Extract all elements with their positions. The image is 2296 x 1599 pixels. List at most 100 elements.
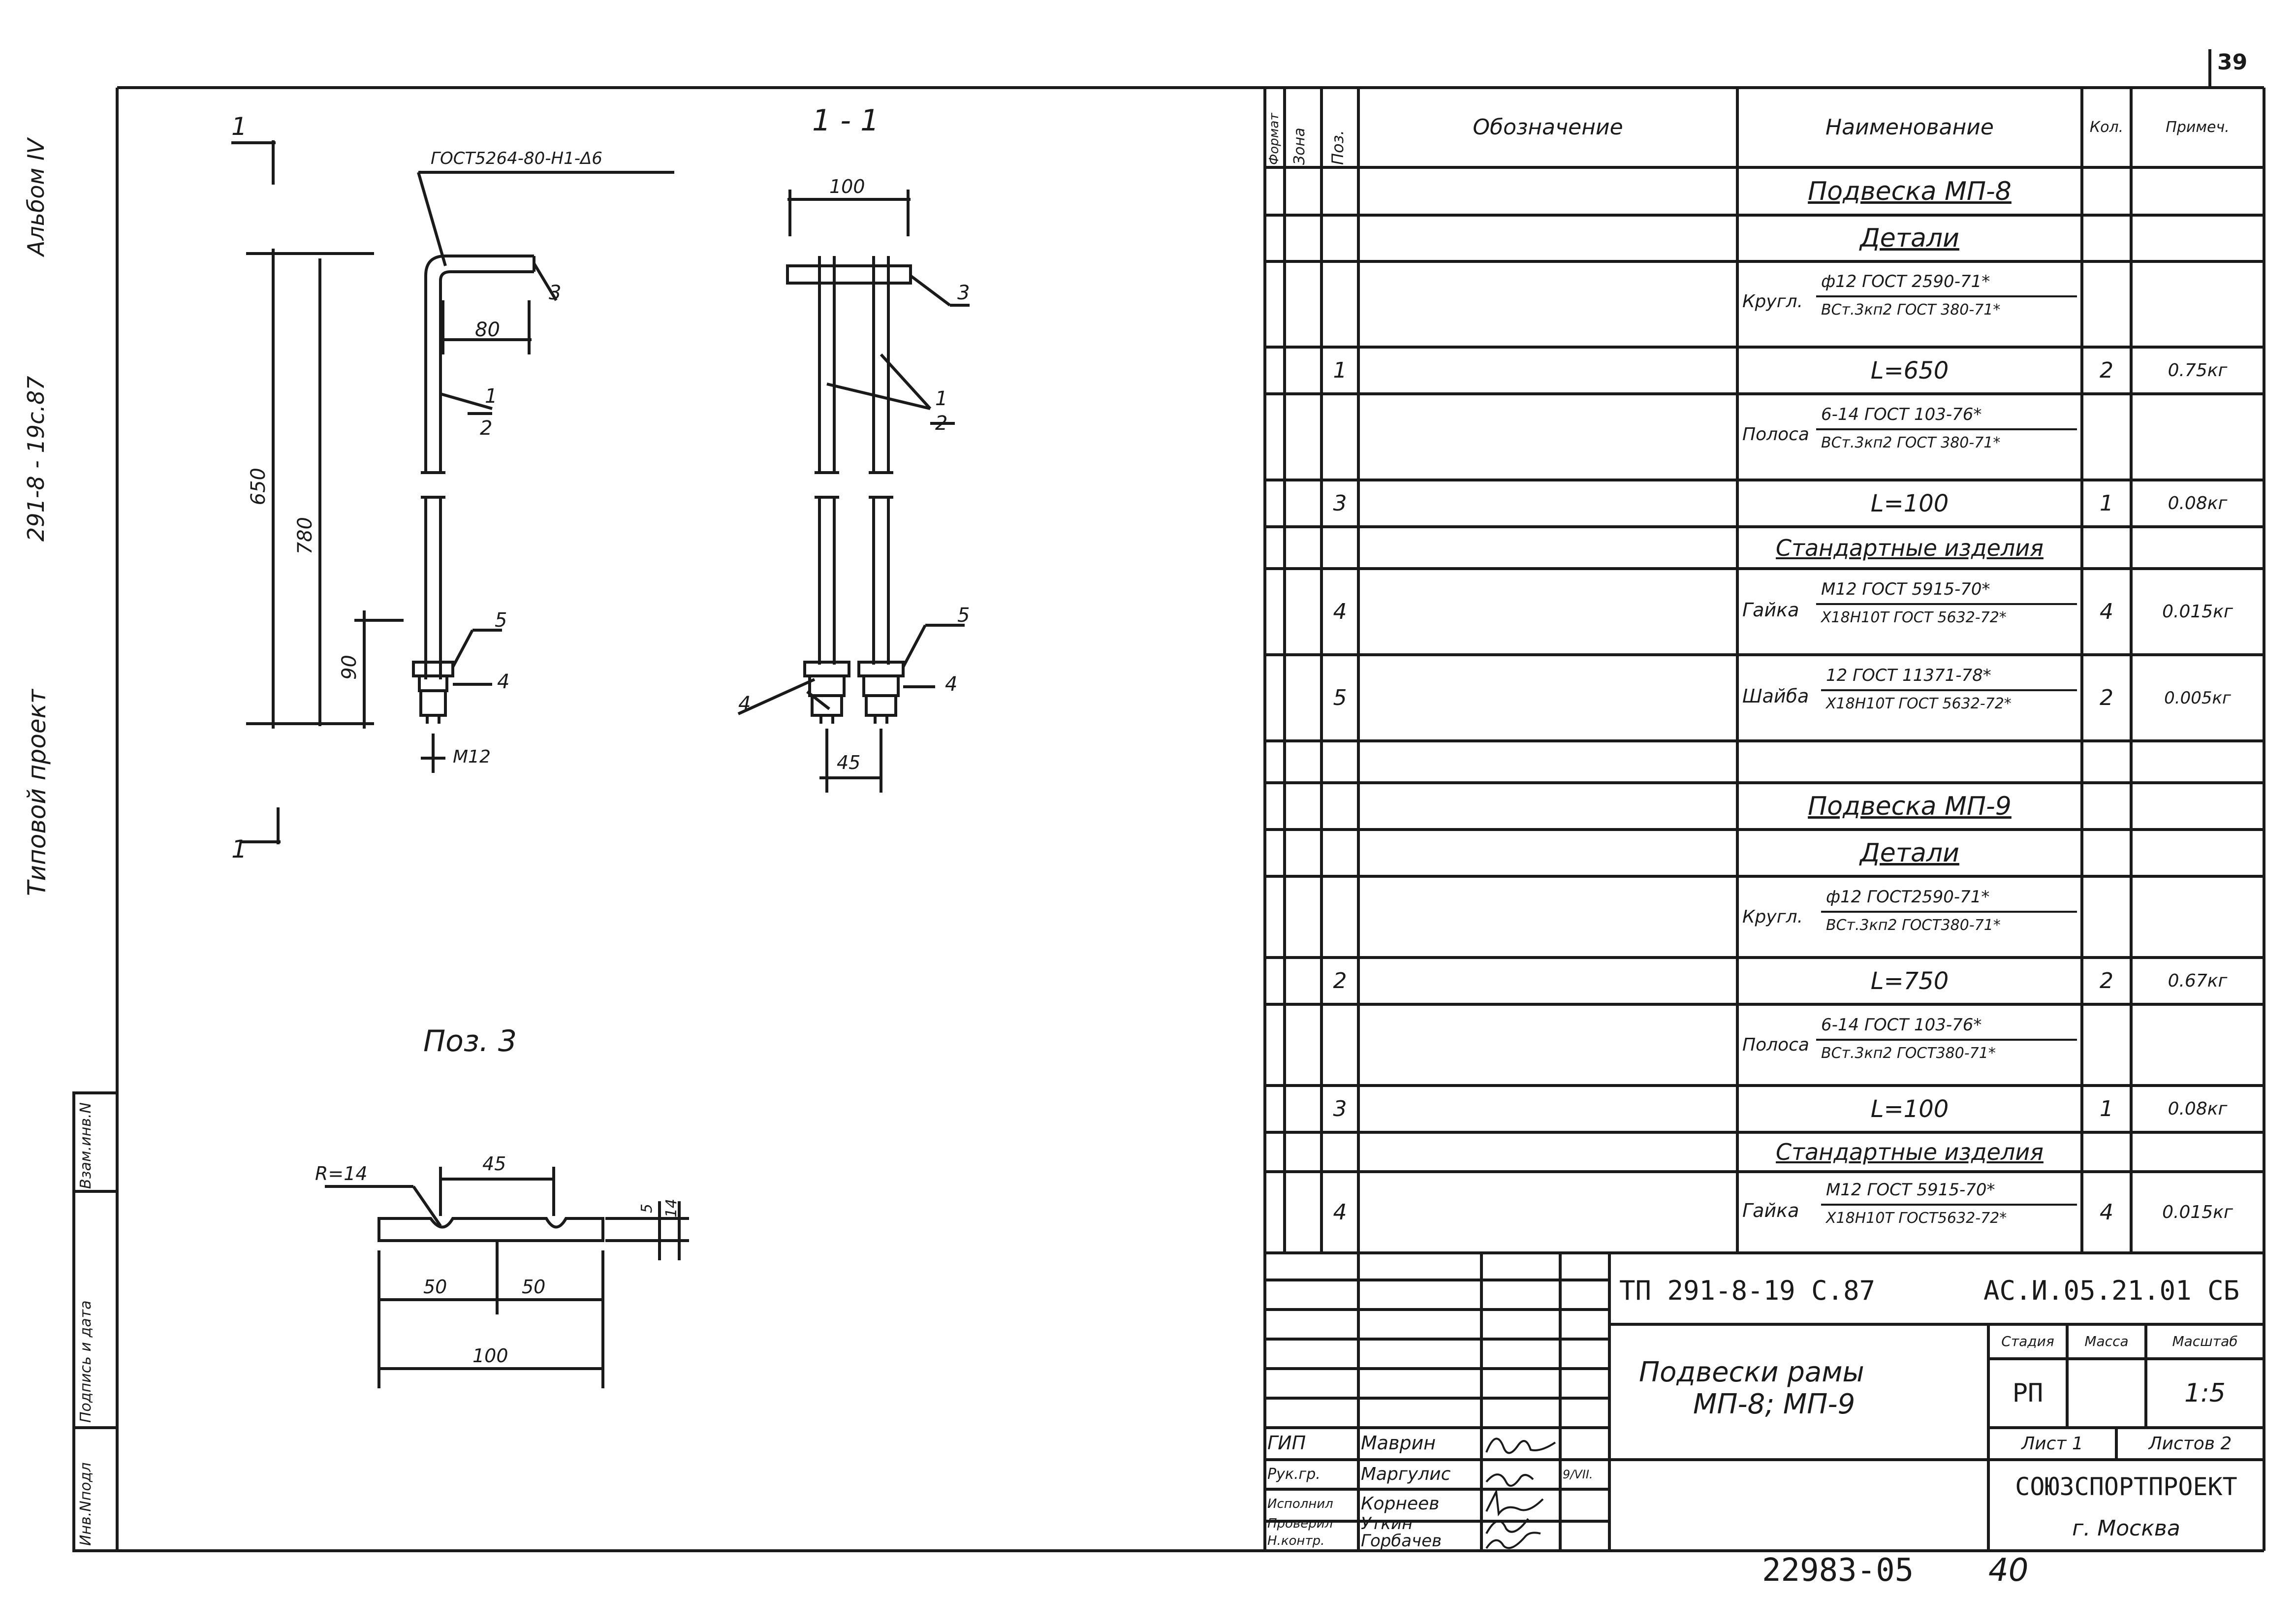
- title-city: г. Москва: [2072, 1516, 2180, 1541]
- main-view-lines: [231, 140, 674, 844]
- signer-name-4: Уткин: [1361, 1514, 1413, 1534]
- spec-row-qty-4b: 4: [2100, 1199, 2113, 1225]
- spec-row-standard-2: Стандартные изделия: [1776, 1139, 2044, 1165]
- spec-row-strip-top-1: 6-14 ГОСТ 103-76*: [1821, 405, 1982, 424]
- spec-row-round-top-2: ф12 ГОСТ2590-71*: [1826, 887, 1990, 907]
- title-line-1: Подвески рамы: [1639, 1356, 1864, 1388]
- section-title: 1 - 1: [812, 103, 880, 138]
- signer-role-4: Проверил: [1267, 1516, 1333, 1531]
- spec-row-pos-2: 2: [1333, 968, 1347, 993]
- pos3-dim-45: 45: [482, 1153, 506, 1175]
- footer-inventory-number: 22983-05: [1762, 1552, 1914, 1589]
- dim-80: 80: [475, 319, 500, 341]
- spec-row-round-bottom-1: ВСт.3кп2 ГОСТ 380-71*: [1821, 301, 2001, 319]
- spec-row-note-3a: 0.08кг: [2168, 493, 2228, 513]
- title-scale-value: 1:5: [2184, 1378, 2226, 1408]
- spec-row-strip-top-2: 6-14 ГОСТ 103-76*: [1821, 1015, 1982, 1035]
- spec-row-details-1: Детали: [1860, 224, 1959, 253]
- title-block-grid: [1263, 1253, 2264, 1551]
- pos3-dim-50a: 50: [423, 1276, 447, 1298]
- section-dim-45: 45: [837, 752, 861, 773]
- spec-row-qty-3b: 1: [2100, 1096, 2113, 1121]
- spec-row-qty-3a: 1: [2100, 490, 2113, 516]
- signer-role-2: Рук.гр.: [1267, 1466, 1321, 1483]
- title-organization: СОЮЗСПОРТПРОЕКТ: [2015, 1472, 2237, 1501]
- section-label-1: 1: [935, 387, 948, 410]
- pos3-lines: [325, 1167, 689, 1388]
- header-qty: Кол.: [2089, 119, 2124, 136]
- title-sheets: Листов 2: [2148, 1433, 2232, 1454]
- spec-row-note-4a: 0.015кг: [2162, 601, 2233, 622]
- spec-row-pos-4a: 4: [1333, 599, 1347, 624]
- signer-role-3: Исполнил: [1267, 1497, 1333, 1511]
- pos3-title: Поз. 3: [423, 1024, 517, 1058]
- section-label-3: 3: [957, 282, 970, 304]
- section-label-5: 5: [957, 604, 970, 627]
- signer-role-1: ГИП: [1267, 1432, 1306, 1454]
- title-stage-value: РП: [2012, 1378, 2044, 1408]
- spec-row-details-2: Детали: [1860, 838, 1959, 868]
- label-pos-4: 4: [497, 671, 510, 693]
- spec-row-note-1: 0.75кг: [2168, 360, 2228, 381]
- signer-name-3: Корнеев: [1361, 1494, 1440, 1514]
- spec-row-length-100b: L=100: [1870, 1095, 1949, 1123]
- label-pos-5: 5: [495, 609, 507, 632]
- spec-row-standard-1: Стандартные изделия: [1776, 534, 2044, 561]
- spec-row-length-100a: L=100: [1870, 489, 1949, 517]
- header-name: Наименование: [1825, 115, 1994, 140]
- spec-row-strip-bottom-2: ВСт.3кп2 ГОСТ380-71*: [1821, 1045, 1996, 1062]
- spec-row-note-4b: 0.015кг: [2162, 1202, 2233, 1222]
- spec-row-nut-bottom-2: Х18Н10Т ГОСТ5632-72*: [1826, 1210, 2007, 1227]
- section-label-4-left: 4: [738, 693, 751, 715]
- spec-row-strip-bottom-1: ВСт.3кп2 ГОСТ 380-71*: [1821, 434, 2001, 451]
- spec-row-pos-3a: 3: [1333, 490, 1347, 516]
- spec-row-qty-5: 2: [2100, 685, 2113, 710]
- section-mark-bottom: 1: [231, 835, 247, 863]
- header-designation: Обозначение: [1473, 115, 1623, 140]
- title-doc-code: АС.И.05.21.01 СБ: [1983, 1275, 2240, 1306]
- spec-row-round-prefix-2: Кругл.: [1742, 907, 1803, 927]
- spec-row-round-top-1: ф12 ГОСТ 2590-71*: [1821, 272, 1990, 291]
- spec-row-pos-1: 1: [1333, 357, 1347, 383]
- thread-m12: M12: [453, 747, 491, 767]
- title-scale-label: Масштаб: [2172, 1333, 2238, 1349]
- signer-name-5: Горбачев: [1361, 1531, 1442, 1551]
- spec-row-pos-5: 5: [1333, 685, 1347, 710]
- footer-sheet-number: 40: [1988, 1552, 2029, 1589]
- pos3-dim-50b: 50: [522, 1276, 546, 1298]
- label-pos-2: 2: [480, 417, 493, 440]
- spec-row-strip-prefix-1: Полоса: [1742, 424, 1809, 445]
- section-view-lines: [737, 190, 970, 793]
- spec-table-grid: [1263, 88, 2265, 1254]
- spec-row-washer-bottom: Х18Н10Т ГОСТ 5632-72*: [1826, 695, 2012, 712]
- title-stage-label: Стадия: [2001, 1333, 2054, 1349]
- pos3-dim-100: 100: [472, 1345, 508, 1367]
- spec-row-nut-bottom-1: Х18Н10Т ГОСТ 5632-72*: [1821, 609, 2007, 626]
- section-mark-top: 1: [231, 112, 247, 141]
- spec-row-length-650: L=650: [1870, 356, 1949, 384]
- spec-row-title-mp9: Подвеска МП-9: [1808, 791, 2012, 821]
- signer-date-2: 9/VII.: [1563, 1468, 1593, 1481]
- label-pos-3: 3: [549, 282, 562, 304]
- section-label-2: 2: [935, 412, 948, 435]
- page-number: 39: [2217, 50, 2248, 75]
- spec-row-pos-3b: 3: [1333, 1096, 1347, 1121]
- spec-row-round-bottom-2: ВСт.3кп2 ГОСТ380-71*: [1826, 917, 2001, 934]
- gost-weld-note: ГОСТ5264-80-Н1-Δ6: [431, 149, 602, 168]
- header-note: Примеч.: [2166, 119, 2230, 136]
- section-label-4-right: 4: [945, 673, 958, 696]
- spec-row-qty-4a: 4: [2100, 599, 2113, 624]
- section-dim-100: 100: [829, 176, 865, 197]
- spec-row-strip-prefix-2: Полоса: [1742, 1035, 1809, 1055]
- title-sheet: Лист 1: [2021, 1433, 2083, 1454]
- spec-row-round-prefix-1: Кругл.: [1742, 291, 1803, 312]
- pos3-radius: R=14: [315, 1163, 368, 1184]
- spec-row-nut-prefix-1: Гайка: [1742, 599, 1799, 621]
- spec-row-nut-top-2: М12 ГОСТ 5915-70*: [1826, 1180, 1995, 1200]
- signer-name-1: Маврин: [1361, 1432, 1436, 1454]
- spec-row-title-mp8: Подвеска МП-8: [1808, 176, 2012, 206]
- spec-row-note-5: 0.005кг: [2164, 688, 2231, 708]
- signer-role-5: Н.контр.: [1267, 1534, 1325, 1548]
